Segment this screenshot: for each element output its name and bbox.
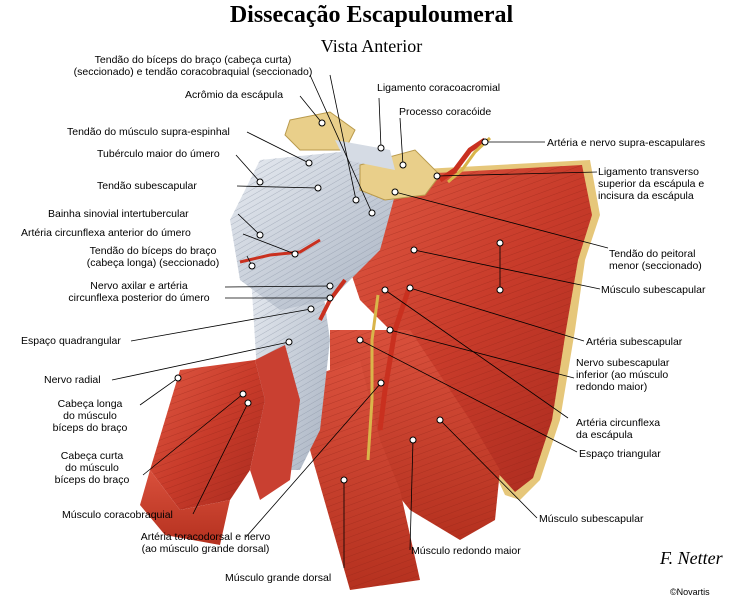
label-biceps-long-tendon: Tendão do bíceps do braço (cabeça longa)…: [86, 245, 220, 269]
label-subscapularis-muscle-lower: Músculo subescapular: [539, 513, 644, 525]
label-acromion: Acrômio da escápula: [185, 89, 284, 101]
label-greater-tubercle: Tubérculo maior do úmero: [97, 148, 220, 160]
label-quadrangular-space: Espaço quadrangular: [21, 335, 121, 347]
label-supraspinatus-tendon: Tendão do músculo supra-espinhal: [67, 126, 230, 138]
label-transverse-ligament: Ligamento transverso superior da escápul…: [598, 166, 705, 202]
label-anterior-circumflex-artery: Artéria circunflexa anterior do úmero: [21, 227, 191, 239]
label-subscapular-tendon: Tendão subescapular: [97, 180, 197, 192]
label-coracobrachialis: Músculo coracobraquial: [62, 509, 173, 521]
label-suprascapular-vessels: Artéria e nervo supra-escapulares: [547, 137, 706, 149]
label-biceps-short-coracobrachial-tendon: Tendão do bíceps do braço (cabeça curta)…: [73, 54, 313, 78]
page-title: Dissecação Escapuloumeral: [229, 2, 514, 28]
label-thoracodorsal: Artéria toracodorsal e nervo (ao músculo…: [140, 531, 271, 555]
label-triangular-space: Espaço triangular: [579, 448, 661, 460]
suprascapular-artery: [438, 137, 487, 183]
label-latissimus-dorsi: Músculo grande dorsal: [225, 572, 332, 584]
label-coracoid-process: Processo coracóide: [399, 106, 492, 118]
label-teres-major: Músculo redondo maior: [411, 545, 521, 557]
label-subscapular-artery: Artéria subescapular: [586, 336, 683, 348]
label-circumflex-scapular-artery: Artéria circunflexa da escápula: [576, 417, 661, 441]
artist-signature: F. Netter: [660, 548, 723, 568]
label-pins: [174, 119, 504, 484]
label-subscapularis-muscle-upper: Músculo subescapular: [601, 284, 706, 296]
label-biceps-long-head: Cabeça longa do músculo bíceps do braço: [52, 398, 128, 434]
label-axillary-nerve: Nervo axilar e artéria circunflexa poste…: [68, 280, 210, 304]
label-intertubercular-sheath: Bainha sinovial intertubercular: [48, 208, 189, 220]
label-pectoralis-minor-tendon: Tendão do peitoral menor (seccionado): [609, 248, 702, 272]
copyright-notice: ©Novartis: [670, 587, 710, 597]
thoracodorsal-nerve: [366, 294, 380, 461]
label-biceps-short-head: Cabeça curta do músculo bíceps do braço: [54, 450, 130, 486]
biceps-short-head: [140, 470, 230, 545]
coracobrachialis-muscle: [250, 345, 300, 500]
label-radial-nerve: Nervo radial: [44, 374, 101, 386]
anterior-circumflex-artery: [239, 238, 321, 264]
label-lower-subscapular-nerve: Nervo subescapular inferior (ao músculo …: [576, 357, 670, 393]
subscapular-artery: [377, 284, 413, 431]
leader-lines: [111, 74, 609, 568]
coracoacromial-ligament: [335, 140, 395, 170]
label-coracoacromial-ligament: Ligamento coracoacromial: [377, 82, 501, 94]
suprascapular-nerve: [447, 136, 492, 184]
page-subtitle: Vista Anterior: [320, 36, 423, 56]
